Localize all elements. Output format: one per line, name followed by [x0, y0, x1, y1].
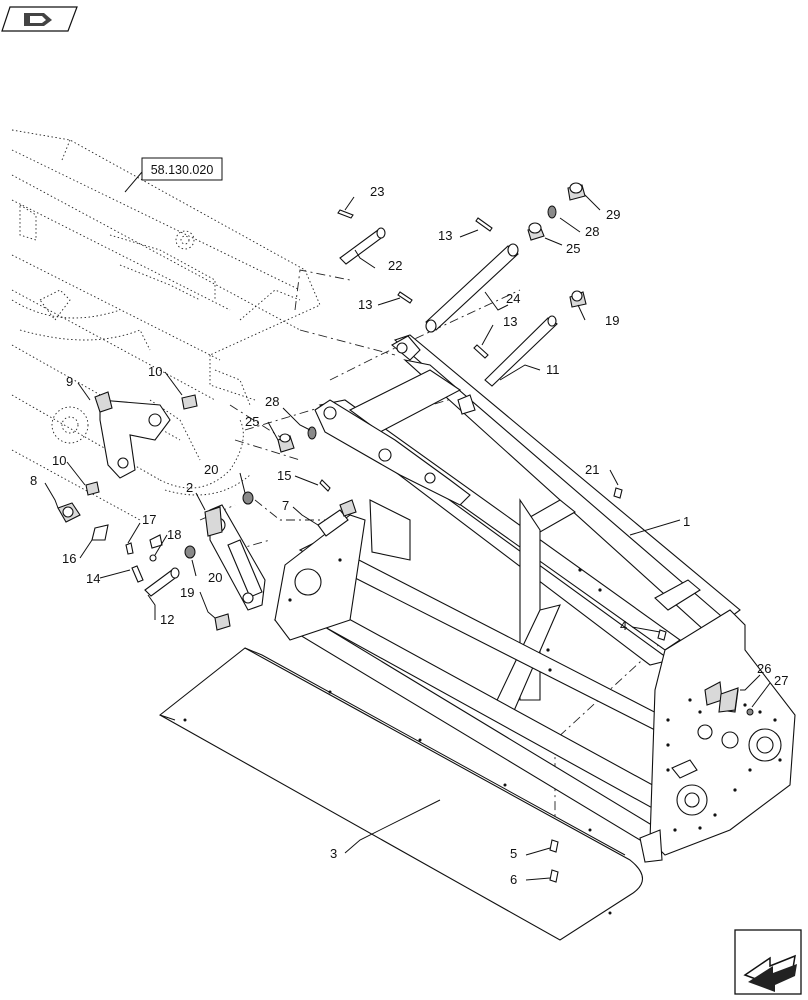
callout-15[interactable]: 15	[277, 468, 291, 483]
callout-6[interactable]: 6	[510, 872, 517, 887]
small-parts	[57, 182, 754, 883]
callout-4[interactable]: 4	[620, 618, 627, 633]
callout-26[interactable]: 26	[757, 661, 771, 676]
callout-13-top[interactable]: 13	[438, 228, 452, 243]
callout-19-right[interactable]: 19	[605, 313, 619, 328]
callout-20-upper[interactable]: 20	[204, 462, 218, 477]
callout-11[interactable]: 11	[546, 362, 560, 377]
frame-holes	[288, 558, 782, 832]
callout-labels: 1 2 3 4 5 6 7 8 9 10 10 11 12 13 13 13 1…	[30, 184, 788, 887]
linkage-arm-upper	[94, 391, 171, 479]
callout-13-right[interactable]: 13	[503, 314, 517, 329]
callout-leaders	[44, 194, 771, 881]
callout-22[interactable]: 22	[388, 258, 402, 273]
return-arrow-icon[interactable]	[734, 929, 802, 995]
callout-21[interactable]: 21	[585, 462, 599, 477]
callout-25-left[interactable]: 25	[245, 414, 259, 429]
callout-9[interactable]: 9	[66, 374, 73, 389]
linkage-arm-lower	[204, 504, 266, 611]
callout-2[interactable]: 2	[186, 480, 193, 495]
callout-14[interactable]: 14	[86, 571, 100, 586]
bottom-shield	[159, 647, 644, 941]
callout-12[interactable]: 12	[160, 612, 174, 627]
callout-29[interactable]: 29	[606, 207, 620, 222]
reference-box[interactable]: 58.130.020	[124, 157, 223, 193]
callout-10-lower[interactable]: 10	[52, 453, 66, 468]
callout-16[interactable]: 16	[62, 551, 76, 566]
callout-28-right[interactable]: 28	[585, 224, 599, 239]
callout-28-left[interactable]: 28	[265, 394, 279, 409]
book-hand-icon[interactable]	[1, 6, 78, 32]
callout-19-left[interactable]: 19	[180, 585, 194, 600]
callout-27[interactable]: 27	[774, 673, 788, 688]
callout-18[interactable]: 18	[167, 527, 181, 542]
callout-10-upper[interactable]: 10	[148, 364, 162, 379]
callout-5[interactable]: 5	[510, 846, 517, 861]
callout-13-mid[interactable]: 13	[358, 297, 372, 312]
callout-23[interactable]: 23	[370, 184, 384, 199]
callout-17[interactable]: 17	[142, 512, 156, 527]
callout-24[interactable]: 24	[506, 291, 520, 306]
reference-code: 58.130.020	[151, 163, 214, 177]
callout-8[interactable]: 8	[30, 473, 37, 488]
header-frame	[273, 334, 796, 863]
callout-20-lower[interactable]: 20	[208, 570, 222, 585]
callout-3[interactable]: 3	[330, 846, 337, 861]
callout-7[interactable]: 7	[282, 498, 289, 513]
callout-1[interactable]: 1	[683, 514, 690, 529]
callout-25-right[interactable]: 25	[566, 241, 580, 256]
